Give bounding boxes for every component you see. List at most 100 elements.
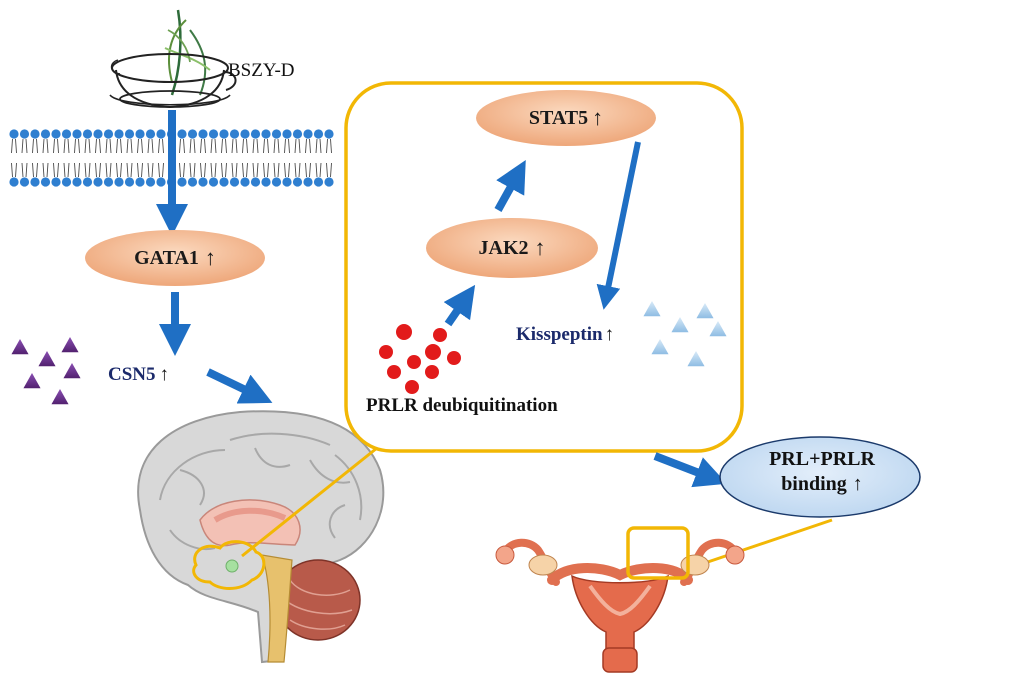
lipid-tail: [32, 138, 38, 154]
lipid-head: [51, 177, 61, 187]
lipid-head: [103, 177, 114, 187]
lipid-tail: [53, 138, 59, 154]
lipid-tail: [252, 162, 259, 178]
lipid-tail: [116, 162, 122, 178]
lipid-tail: [305, 162, 311, 178]
arrow-prlr-to-jak2: [443, 284, 476, 327]
lipid-head: [303, 177, 313, 187]
lipid-head: [114, 177, 124, 187]
lipid-head: [292, 129, 303, 139]
lipid-head: [103, 129, 114, 139]
lipid-tail: [137, 162, 143, 178]
kisspeptin-molecules: [643, 301, 727, 367]
lipid-tail: [11, 138, 17, 154]
lipid-tail: [200, 138, 206, 154]
purple-triangle: [23, 373, 41, 389]
lipid-head: [187, 129, 198, 139]
lipid-tail: [179, 162, 185, 178]
prlr-deubiquitination-label: PRLR deubiquitination: [366, 395, 558, 417]
lipid-tail: [189, 162, 196, 178]
arrow-csn5-to-brain: [206, 368, 273, 404]
light-triangle: [643, 301, 661, 317]
lipid-tail: [147, 138, 154, 154]
ovary-highlight-box: [626, 526, 690, 580]
callout-line-uterus: [689, 518, 833, 570]
lipid-tail: [210, 162, 217, 178]
up-arrow-icon: ↑: [592, 105, 604, 130]
lipid-head: [177, 177, 187, 187]
herb-label-text: BSZY-D: [228, 60, 295, 81]
up-arrow-icon: ↑: [604, 324, 615, 345]
lipid-tail: [84, 138, 91, 154]
herb-label: BSZY-D: [228, 60, 295, 82]
lipid-tail: [42, 138, 49, 154]
lipid-tail: [63, 162, 70, 178]
lipid-head: [250, 129, 261, 139]
gata1-label-text: GATA1: [134, 246, 199, 269]
lipid-tail: [21, 162, 28, 178]
lipid-head: [61, 177, 72, 187]
lipid-tail: [263, 138, 269, 154]
lipid-head: [156, 129, 166, 139]
light-triangle: [687, 351, 705, 367]
lipid-tail: [284, 138, 290, 154]
lipid-head: [51, 129, 61, 139]
lipid-head: [93, 177, 103, 187]
kisspeptin-label-text: Kisspeptin: [516, 324, 603, 345]
lipid-head: [82, 129, 93, 139]
lipid-head: [177, 129, 187, 139]
csn5-label-text: CSN5: [108, 364, 156, 385]
lipid-head: [229, 129, 240, 139]
prl-prlr-oval: [719, 436, 921, 518]
lipid-head: [282, 129, 292, 139]
lipid-head: [30, 129, 40, 139]
lipid-tail: [221, 162, 227, 178]
lipid-head: [61, 129, 72, 139]
lipid-tail: [42, 162, 49, 178]
lipid-head: [271, 129, 282, 139]
lipid-tail: [158, 138, 164, 154]
lipid-head: [82, 177, 93, 187]
lipid-head: [303, 129, 313, 139]
lipid-head: [208, 129, 219, 139]
lipid-tail: [294, 138, 301, 154]
uterus-illustration: [495, 538, 745, 673]
jak2-node: [426, 218, 598, 278]
csn5-label: CSN5↑: [108, 364, 169, 386]
lipid-tail: [137, 138, 143, 154]
lipid-tail: [147, 162, 154, 178]
lipid-head: [240, 129, 250, 139]
lipid-tail: [315, 138, 322, 154]
lipid-tail: [326, 138, 332, 154]
up-arrow-icon: ↑: [204, 245, 216, 270]
purple-triangle: [61, 337, 79, 353]
gata1-node: [85, 230, 265, 286]
brain-illustration: [137, 410, 385, 664]
lipid-tail: [116, 138, 122, 154]
lipid-head: [208, 177, 219, 187]
light-triangle: [696, 303, 714, 319]
prlr-dots: [379, 324, 461, 394]
up-arrow-icon: ↑: [159, 364, 170, 385]
light-triangle: [709, 321, 727, 337]
lipid-tail: [242, 162, 248, 178]
lipid-head: [124, 177, 135, 187]
lipid-head: [72, 129, 82, 139]
jak2-label: JAK2↑: [436, 226, 588, 270]
prl-prlr-label: PRL+PRLR binding↑: [742, 448, 902, 496]
up-arrow-icon: ↑: [534, 235, 546, 260]
lipid-head: [219, 129, 229, 139]
lipid-head: [9, 129, 19, 139]
lipid-head: [40, 129, 51, 139]
lipid-tail: [105, 138, 112, 154]
lipid-tail: [11, 162, 17, 178]
lipid-tail: [242, 138, 248, 154]
gata1-label: GATA1↑: [95, 236, 255, 280]
lipid-head: [145, 129, 156, 139]
lipid-head: [135, 129, 145, 139]
lipid-tail: [74, 162, 80, 178]
herb-cup-icon: [109, 9, 237, 109]
lipid-head: [271, 177, 282, 187]
lipid-head: [282, 177, 292, 187]
